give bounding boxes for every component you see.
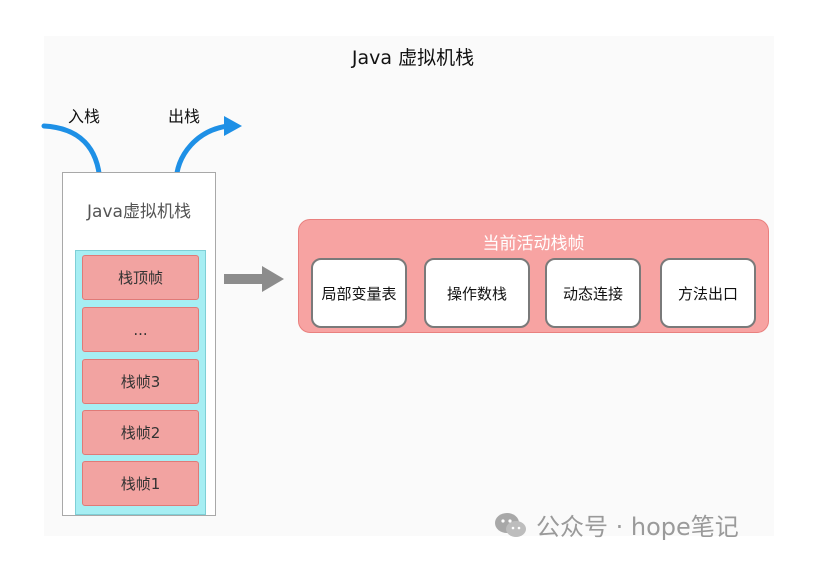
local-variable-table: 局部变量表 [311, 258, 407, 328]
push-label: 入栈 [68, 107, 101, 126]
watermark-text: 公众号 · hope笔记 [536, 513, 739, 541]
jvm-stack-title: Java虚拟机栈 [87, 202, 191, 222]
stack-frame-ellipsis: ... [82, 307, 199, 352]
stack-frame-1: 栈帧1 [82, 461, 199, 506]
pop-label: 出栈 [168, 107, 201, 126]
right-arrow-icon [224, 266, 284, 292]
stack-frame-2: 栈帧2 [82, 410, 199, 455]
stack-frame-top: 栈顶帧 [82, 255, 199, 300]
operand-stack: 操作数栈 [424, 258, 530, 328]
active-frame-title: 当前活动栈帧 [482, 234, 585, 254]
wechat-icon [495, 512, 526, 537]
method-exit: 方法出口 [660, 258, 756, 328]
watermark: 公众号 · hope笔记 [494, 507, 739, 542]
dynamic-linking: 动态连接 [545, 258, 641, 328]
diagram-title: Java 虚拟机栈 [351, 47, 475, 69]
stack-frame-3: 栈帧3 [82, 359, 199, 404]
